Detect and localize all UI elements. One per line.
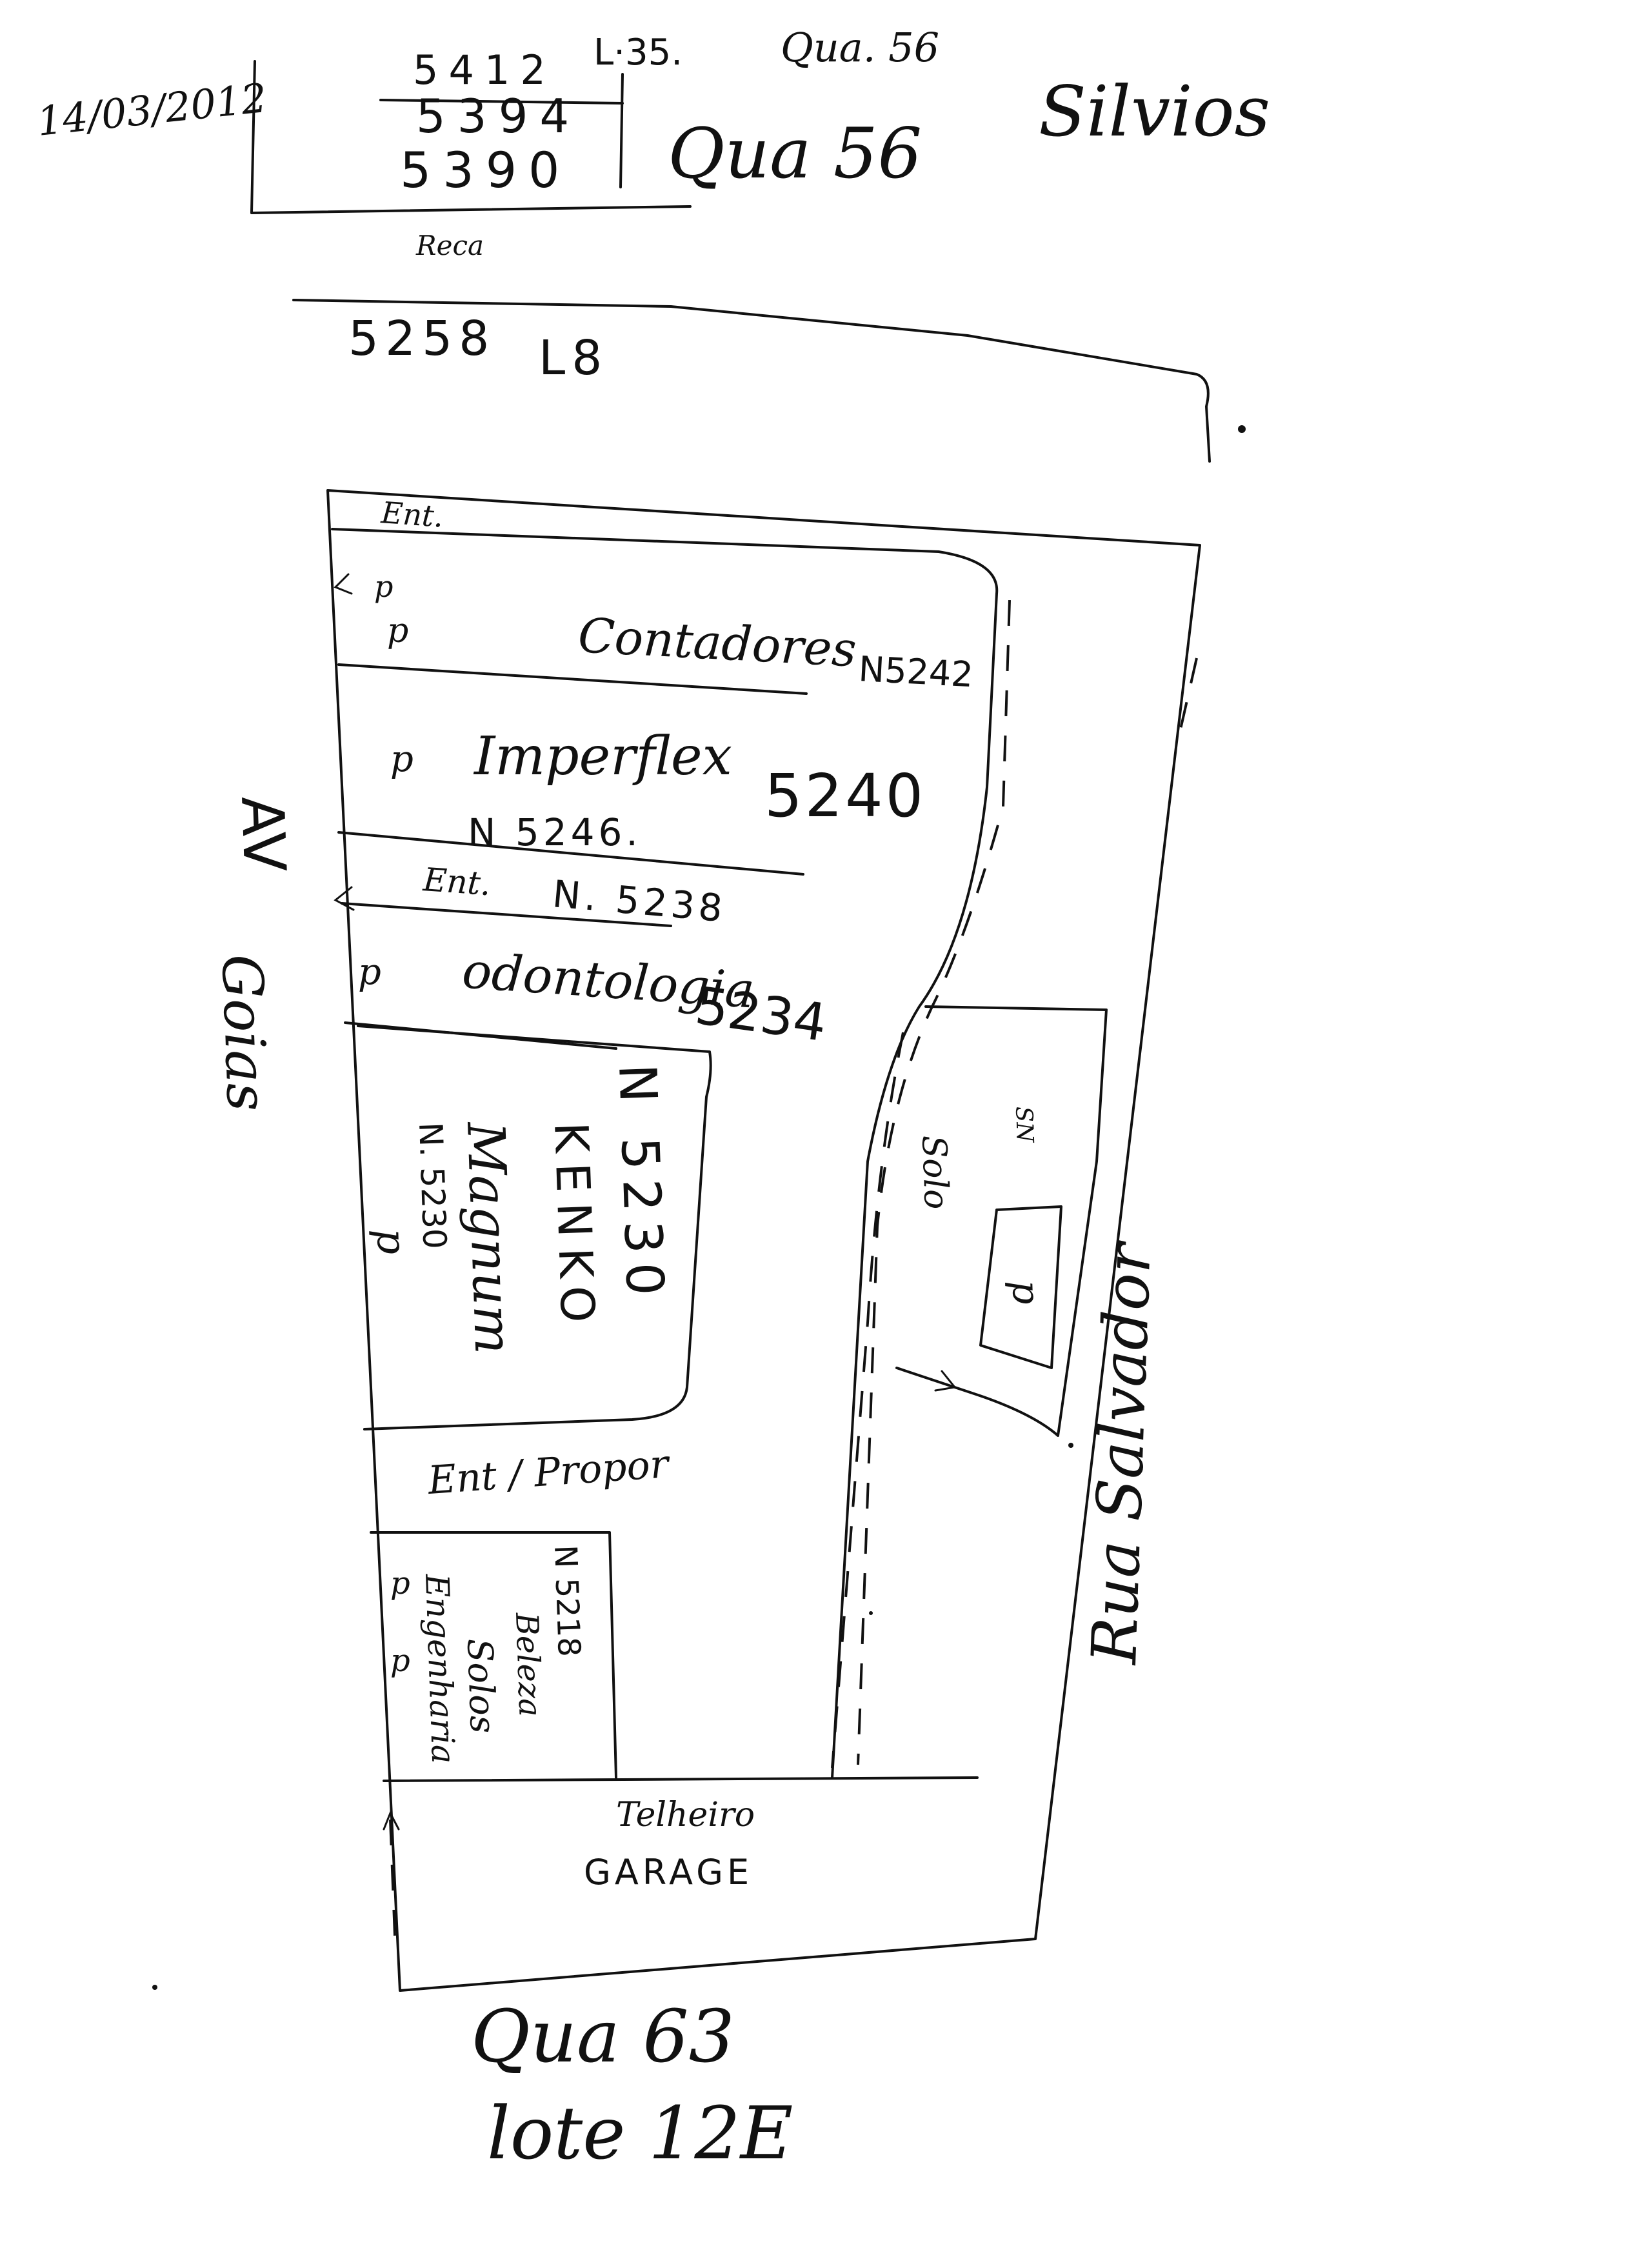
n5230-vertical-label: N 5230 [607, 1063, 675, 1305]
parking-top-2: p [387, 612, 408, 650]
quadra-56-label: Qua 56 [668, 114, 922, 194]
lot-number: 5258 [348, 311, 495, 366]
stray-dot [1068, 1443, 1073, 1448]
telheiro-label: Telheiro [616, 1796, 755, 1834]
top-number: 5412 [413, 46, 556, 94]
stray-dot [1238, 425, 1246, 433]
solos-label: Solos [459, 1638, 503, 1734]
top-quadra: Qua. 56 [781, 24, 939, 71]
entrance-arrow-top [334, 573, 353, 595]
parking-solo: p [1004, 1280, 1048, 1305]
lot-8-boundary-line [292, 299, 1211, 463]
ent-mid-label: Ent. [421, 861, 492, 903]
n5234-label: 5234 [692, 976, 830, 1053]
struck-number: 5394 [416, 89, 581, 143]
lot-edge-dashed-line [1179, 657, 1198, 730]
garage-label: GARAGE [584, 1852, 753, 1892]
imperflex-label: Imperflex [473, 726, 732, 787]
garage-arrow [934, 1370, 957, 1392]
strikethrough-line [379, 99, 624, 105]
garage-top-line [383, 1776, 979, 1782]
n5242-label: N5242 [857, 648, 974, 695]
engenharia-label: Engenharia [418, 1572, 462, 1764]
av-label: AV [228, 795, 298, 873]
quadra-63-label: Qua 63 [471, 1995, 735, 2079]
parking-imperflex: p [390, 738, 414, 780]
n523o-label: N. 5230 [412, 1121, 454, 1249]
solo-lot-box [895, 1005, 1108, 1437]
n5218-label: N 5218 [547, 1544, 587, 1657]
street-top-label: Silvios [1039, 72, 1270, 152]
engenharia-box [370, 1531, 617, 1779]
rua-salvador-label: Rua Salvador [1078, 1239, 1165, 1667]
parking-bottom-2: p [390, 1643, 410, 1679]
n5246-label: N 5246. [468, 810, 642, 854]
goias-label: Goias [209, 953, 279, 1112]
lot-label: L8 [539, 330, 608, 386]
small-label: Reca [415, 230, 484, 261]
kenko-label: KENKO [544, 1121, 605, 1334]
lot-outer-boundary [326, 489, 1201, 1992]
ent-top-label: Ent. [379, 495, 444, 534]
solo-label: Solo [914, 1134, 955, 1210]
driveway-dashed-line-left [831, 1032, 904, 1769]
header-bracket-line [250, 60, 692, 214]
number-5390: 5390 [400, 141, 571, 199]
kenko-box [357, 1025, 712, 1430]
beleza-label: Beleza [508, 1611, 548, 1717]
ent-propor-label: Ent / Propor [426, 1441, 672, 1503]
left-edge-arrow [383, 1811, 400, 1831]
top-lote: L·35. [593, 32, 683, 74]
magnum-label: Magnum [455, 1119, 524, 1355]
n5238-label: N. 5238 [551, 872, 728, 930]
left-edge-dashed-line [389, 1819, 396, 1936]
entrance-arrow-mid [334, 886, 355, 911]
stray-dot [869, 1611, 873, 1615]
header-divider-line [619, 73, 624, 188]
lote-12e-label: lote 12E [487, 2092, 793, 2176]
imperflex-bottom-line [337, 831, 804, 876]
solo-inner-box [979, 1205, 1062, 1369]
contadores-bottom-line [337, 663, 808, 695]
stray-dot [152, 1985, 157, 1990]
n5240-label: 5240 [764, 761, 926, 830]
parking-top-1: p [374, 569, 393, 604]
parking-odonto: p [358, 951, 381, 993]
entrance-5238-line [341, 902, 672, 927]
contadores-label: Contadores [577, 608, 858, 677]
parking-bottom-1: p [390, 1565, 410, 1601]
entrance-strip-line [331, 528, 999, 1779]
parking-magnum: p [368, 1228, 415, 1255]
date-label: 14/03/2012 [35, 74, 269, 145]
driveway-dashed-line-right [857, 599, 1011, 1765]
sn-label: SN [1010, 1106, 1038, 1144]
